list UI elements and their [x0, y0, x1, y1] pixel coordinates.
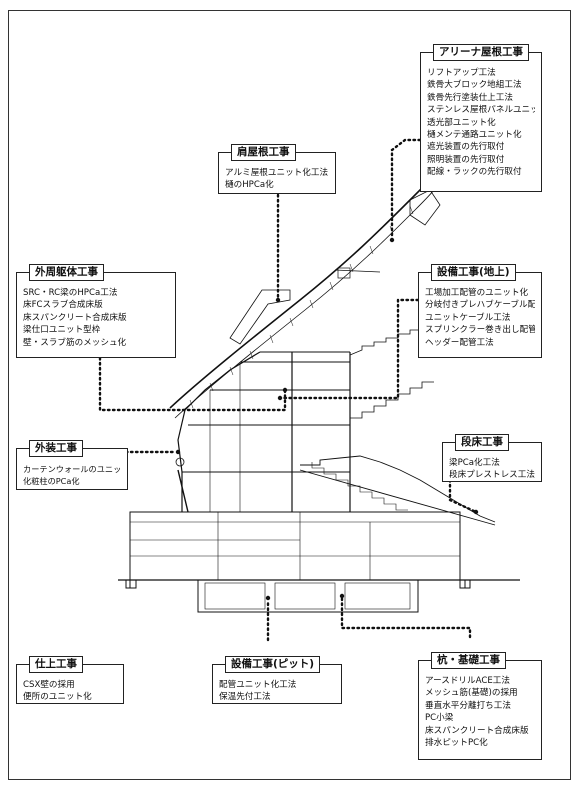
- callout-title: 仕上工事: [29, 656, 83, 673]
- list-item: 樋のHPCa化: [225, 180, 274, 191]
- list-item: 床スパンクリート合成床版: [425, 725, 529, 736]
- page-frame: [8, 10, 571, 780]
- leader-arena-roof: [390, 138, 422, 240]
- callout-exterior: 外装工事 カーテンウォールのユニット化 化粧柱のPCa化: [16, 440, 128, 490]
- list-item: 壁・スラブ筋のメッシュ化: [23, 337, 127, 348]
- callout-equipment-pit: 設備工事(ピット) 配管ユニット化工法 保温先付工法: [212, 656, 342, 704]
- list-item: 床FCスラブ合成床版: [23, 300, 103, 311]
- list-item: 化粧柱のPCa化: [23, 476, 80, 487]
- list-item: ヘッダー配管工法: [425, 337, 494, 348]
- callout-title: 外周躯体工事: [29, 264, 104, 281]
- list-item: 梁仕口ユニット型枠: [23, 325, 101, 336]
- middle-stand-steps: [350, 381, 434, 419]
- list-item: 鉄骨先行塗装仕上工法: [427, 92, 513, 103]
- list-item: CSX壁の採用: [23, 680, 75, 690]
- callout-title: 設備工事(ピット): [225, 656, 321, 673]
- list-item: 分岐付きプレハブケーブル配線: [425, 300, 535, 311]
- list-item: リフトアップ工法: [427, 68, 496, 78]
- list-item: スプリンクラー巻き出し配管: [425, 325, 535, 336]
- pit-outline: [197, 579, 419, 613]
- callout-title: 段床工事: [455, 434, 509, 451]
- list-item: 工場加工配管のユニット化: [425, 288, 529, 298]
- list-item: 梁PCa化工法: [449, 458, 500, 468]
- list-item: 配線・ラックの先行取付: [427, 167, 522, 178]
- list-item: 排水ピットPC化: [425, 738, 488, 749]
- callout-title: 杭・基礎工事: [431, 652, 506, 669]
- list-item: SRC・RC梁のHPCa工法: [23, 288, 118, 298]
- callout-title: 設備工事(地上): [431, 264, 516, 281]
- list-item: PC小梁: [425, 713, 454, 724]
- callout-equipment-ground: 設備工事(地上) 工場加工配管のユニット化 分岐付きプレハブケーブル配線 ユニッ…: [418, 264, 542, 358]
- list-item: 鉄骨大ブロック地組工法: [427, 80, 522, 91]
- list-item: アースドリルACE工法: [425, 676, 510, 686]
- list-item: アルミ屋根ユニット化工法: [225, 168, 329, 178]
- callout-stepped-floor: 段床工事 梁PCa化工法 段床プレストレス工法: [442, 434, 542, 482]
- callout-pile-foundation: 杭・基礎工事 アースドリルACE工法 メッシュ筋(基礎)の採用 垂直水平分離打ち…: [418, 652, 542, 760]
- list-item: 垂直水平分離打ち工法: [425, 700, 511, 711]
- callout-arena-roof: アリーナ屋根工事 リフトアップ工法 鉄骨大ブロック地組工法 鉄骨先行塗装仕上工法…: [420, 44, 542, 192]
- list-item: ステンレス屋根パネルユニット化: [427, 105, 535, 116]
- leader-equipment-ground: [278, 298, 420, 400]
- callout-title: 外装工事: [29, 440, 83, 457]
- callout-title: アリーナ屋根工事: [433, 44, 529, 61]
- callout-title: 肩屋根工事: [231, 144, 296, 161]
- podium-outline: [129, 511, 461, 581]
- list-item: 透光部ユニット化: [427, 117, 496, 128]
- list-item: ユニットケーブル工法: [425, 312, 511, 323]
- list-item: 便所のユニット化: [23, 692, 92, 703]
- list-item: カーテンウォールのユニット化: [23, 464, 121, 474]
- leader-perimeter-frame: [98, 356, 287, 412]
- shoulder-roof: [229, 289, 291, 345]
- list-item: 照明装置の先行取付: [427, 154, 505, 165]
- list-item: 配管ユニット化工法: [219, 680, 297, 690]
- list-item: 段床プレストレス工法: [449, 470, 535, 481]
- list-item: 遮光装置の先行取付: [427, 142, 505, 153]
- roof-curve: [169, 169, 441, 409]
- callout-finishing: 仕上工事 CSX壁の採用 便所のユニット化: [16, 656, 124, 704]
- leader-pile-foundation: [340, 596, 472, 639]
- list-item: 床スパンクリート合成床版: [23, 312, 127, 323]
- list-item: 樋メンテ通路ユニット化: [427, 130, 522, 141]
- list-item: メッシュ筋(基礎)の採用: [425, 688, 518, 699]
- list-item: 保温先付工法: [219, 692, 271, 703]
- callout-perimeter-frame: 外周躯体工事 SRC・RC梁のHPCa工法 床FCスラブ合成床版 床スパンクリー…: [16, 264, 176, 358]
- leader-stepped-floor: [448, 478, 478, 514]
- callout-shoulder-roof: 肩屋根工事 アルミ屋根ユニット化工法 樋のHPCa化: [218, 144, 336, 194]
- perimeter-wall: [177, 351, 261, 512]
